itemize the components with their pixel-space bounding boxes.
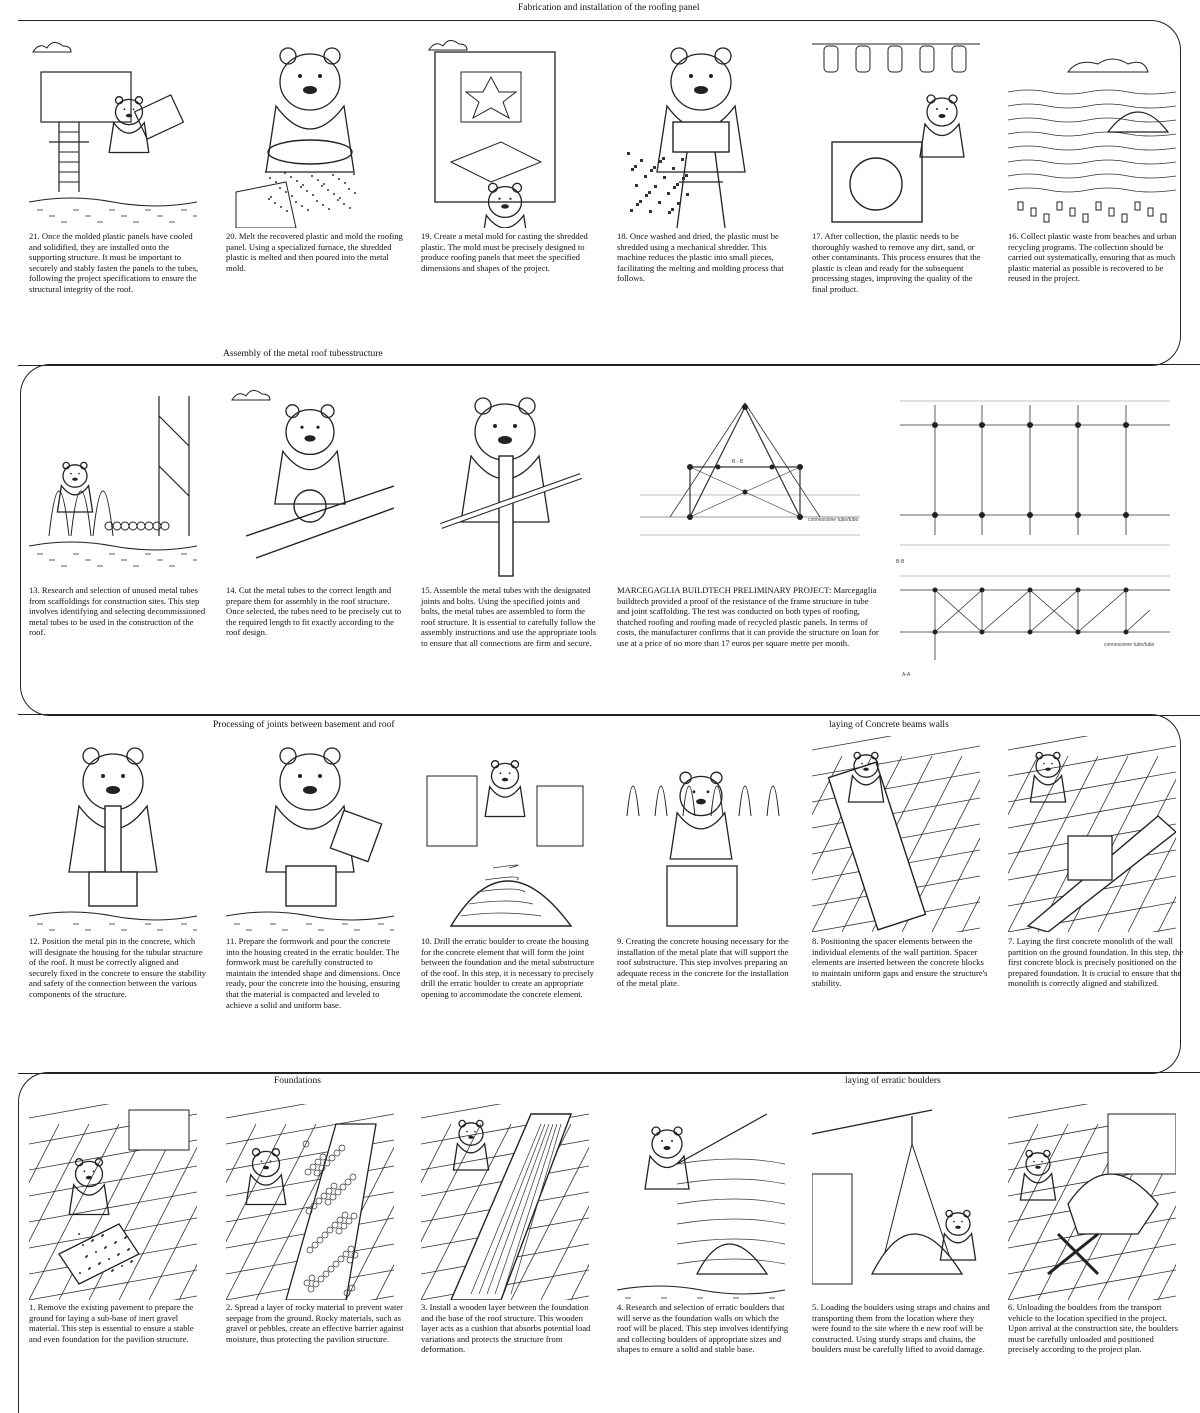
sketch-step-20 xyxy=(235,47,356,228)
section-title-walls: laying of Concrete beams walls xyxy=(829,720,949,730)
illustration-step-1 xyxy=(29,1104,197,1300)
illustration-step-13 xyxy=(29,386,197,582)
caption-step-2: 2. Spread a layer of rocky material to p… xyxy=(226,1302,404,1344)
drawing-label-section-bb: B - B xyxy=(732,459,744,465)
caption-step-8: 8. Positioning the spacer elements betwe… xyxy=(812,936,988,989)
illustration-step-17 xyxy=(812,32,980,228)
illustration-step-8 xyxy=(812,736,980,932)
illustration-step-7 xyxy=(1008,736,1176,932)
caption-step-12: 12. Position the metal pin in the concre… xyxy=(29,936,207,999)
caption-step-5: 5. Loading the boulders using straps and… xyxy=(812,1302,990,1355)
drawing-label-note-1: connessione tubo/tubo xyxy=(808,517,859,523)
technical-plan-drawing: B-B xyxy=(890,395,1180,565)
caption-step-4: 4. Research and selection of erratic bou… xyxy=(617,1302,789,1355)
sketch-step-17 xyxy=(812,43,980,223)
caption-marcegaglia: MARCEGAGLIA BUILDTECH PRELIMINARY PROJEC… xyxy=(617,585,879,648)
caption-step-15: 15. Assemble the metal tubes with the de… xyxy=(421,585,597,648)
illustration-step-9 xyxy=(617,736,785,932)
technical-section-drawing-aa: connessione tubo/tubo A-A xyxy=(890,570,1180,680)
illustration-step-10 xyxy=(421,736,589,932)
caption-step-9: 9. Creating the concrete housing necessa… xyxy=(617,936,789,989)
sketch-step-10 xyxy=(426,760,584,927)
sketch-step-15 xyxy=(439,397,583,577)
sketch-step-19 xyxy=(428,40,556,228)
caption-step-11: 11. Prepare the formwork and pour the co… xyxy=(226,936,401,1010)
sketch-step-8 xyxy=(812,736,980,932)
illustration-step-18 xyxy=(617,32,785,228)
caption-step-17: 17. After collection, the plastic needs … xyxy=(812,231,981,294)
illustration-step-20 xyxy=(226,32,394,228)
drawing-label-note-2: connessione tubo/tubo xyxy=(1104,642,1155,648)
sketch-step-6 xyxy=(1008,1104,1176,1300)
sketch-step-7 xyxy=(1008,736,1176,932)
sketch-step-1 xyxy=(29,1104,197,1300)
caption-step-10: 10. Drill the erratic boulder to create … xyxy=(421,936,595,999)
caption-step-21: 21. Once the molded plastic panels have … xyxy=(29,231,199,294)
caption-step-6: 6. Unloading the boulders from the trans… xyxy=(1008,1302,1178,1355)
sketch-step-11 xyxy=(226,747,394,931)
sketch-step-3 xyxy=(421,1104,589,1300)
caption-step-1: 1. Remove the existing pavement to prepa… xyxy=(29,1302,194,1344)
sketch-step-16 xyxy=(1008,58,1176,223)
sketch-step-4 xyxy=(617,1113,785,1299)
section-title-boulders: laying of erratic boulders xyxy=(845,1076,941,1086)
illustration-step-6 xyxy=(1008,1104,1176,1300)
caption-step-20: 20. Melt the recovered plastic and mold … xyxy=(226,231,403,273)
caption-step-13: 13. Research and selection of unused met… xyxy=(29,585,206,638)
illustration-step-15 xyxy=(421,386,589,582)
technical-section-drawing-bb: B - B connessione tubo/tubo xyxy=(620,395,880,575)
illustration-step-4 xyxy=(617,1104,785,1300)
sketch-step-12 xyxy=(29,747,197,931)
sketch-step-9 xyxy=(626,771,780,927)
caption-step-16: 16. Collect plastic waste from beaches a… xyxy=(1008,231,1177,284)
illustration-step-19 xyxy=(421,32,589,228)
illustration-step-12 xyxy=(29,736,197,932)
illustration-step-5 xyxy=(812,1104,980,1300)
caption-step-3: 3. Install a wooden layer between the fo… xyxy=(421,1302,591,1355)
caption-step-18: 18. Once washed and dried, the plastic m… xyxy=(617,231,784,284)
illustration-step-21 xyxy=(29,32,197,228)
drawing-label-section-bb-2: B-B xyxy=(896,559,905,565)
drawing-label-section-aa: A-A xyxy=(902,672,911,678)
caption-step-19: 19. Create a metal mold for casting the … xyxy=(421,231,588,273)
illustration-step-16 xyxy=(1008,32,1176,228)
caption-step-7: 7. Laying the first concrete monolith of… xyxy=(1008,936,1184,989)
sketch-step-18 xyxy=(627,47,746,228)
sketch-step-13 xyxy=(29,396,197,567)
section-title-tubes: Assembly of the metal roof tubesstructur… xyxy=(223,349,383,359)
caption-step-14: 14. Cut the metal tubes to the correct l… xyxy=(226,585,402,638)
sketch-step-2 xyxy=(226,1104,394,1300)
illustration-step-14 xyxy=(226,386,394,582)
illustration-step-11 xyxy=(226,736,394,932)
sketch-step-14 xyxy=(231,390,394,559)
sketch-step-5 xyxy=(812,1109,977,1285)
section-title-foundations: Foundations xyxy=(274,1076,321,1086)
sketch-step-21 xyxy=(29,42,197,223)
section-title-joints: Processing of joints between basement an… xyxy=(213,720,395,730)
section-title-roofing: Fabrication and installation of the roof… xyxy=(518,3,700,13)
illustration-step-3 xyxy=(421,1104,589,1300)
illustration-step-2 xyxy=(226,1104,394,1300)
